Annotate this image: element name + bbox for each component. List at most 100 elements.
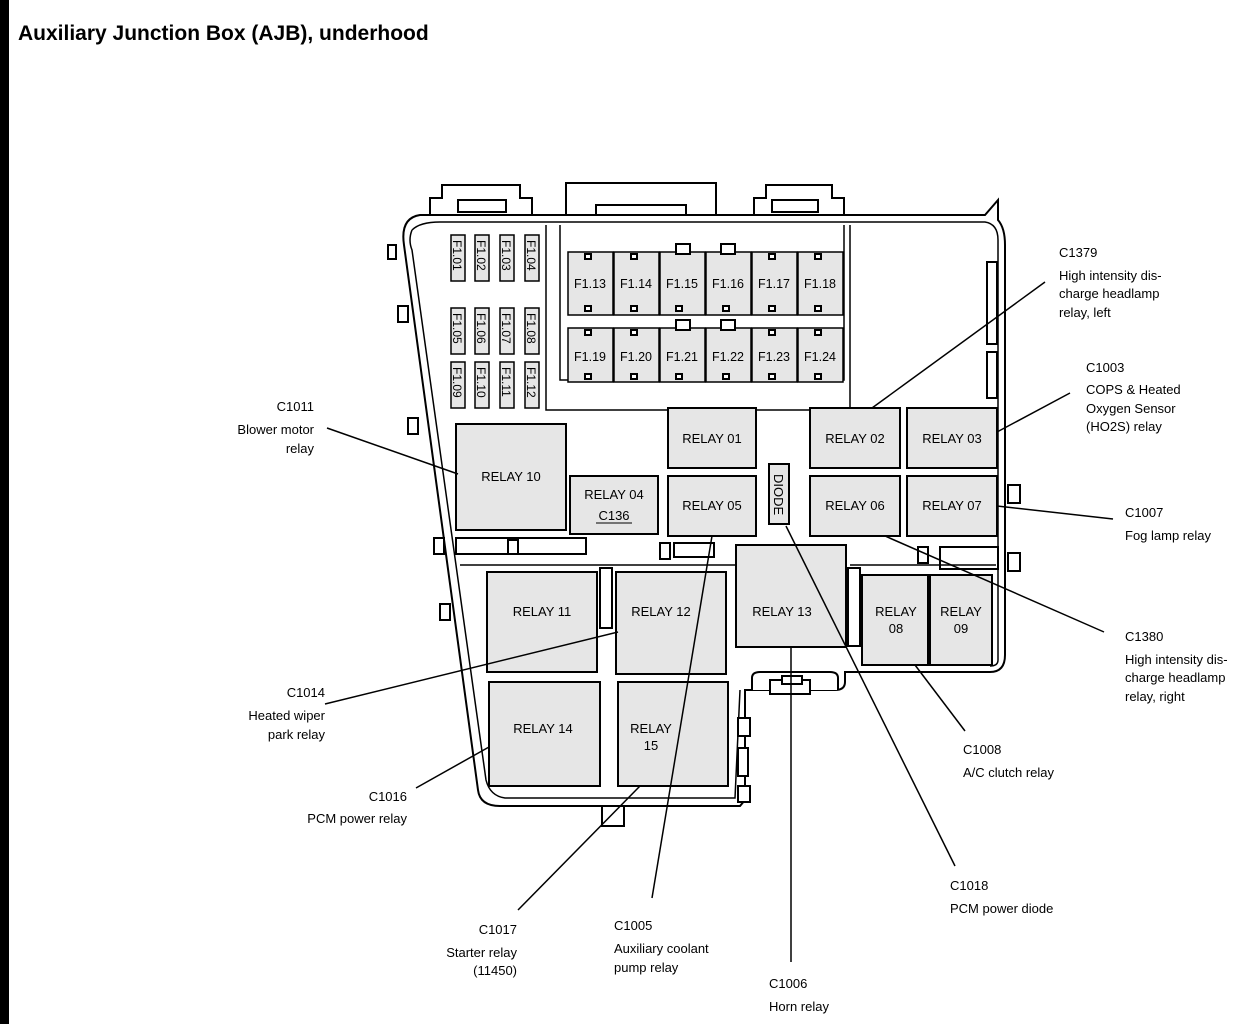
svg-text:C1008: C1008 [963,742,1001,757]
svg-text:Heated wiper: Heated wiper [248,708,325,723]
svg-text:F1.15: F1.15 [666,277,698,291]
fuse-f1-03: F1.03 [499,234,515,282]
svg-text:DIODE: DIODE [771,474,786,516]
svg-text:Auxiliary coolant: Auxiliary coolant [614,941,709,956]
callout-c1005: C1005 Auxiliary coolant pump relay [614,918,709,975]
fuse-bank-vertical: F1.01 F1.02 F1.03 F1.04 F1.05 F1.06 F1.0… [450,234,540,409]
svg-text:High intensity dis-: High intensity dis- [1125,652,1228,667]
fuse-f1-23: F1.23 [751,327,798,383]
svg-text:RELAY 03: RELAY 03 [922,431,982,446]
relay-12: RELAY 12 [615,571,727,675]
diode: DIODE [768,463,790,525]
fuse-f1-21: F1.21 [659,319,706,383]
svg-text:C136: C136 [598,508,629,523]
svg-text:C1380: C1380 [1125,629,1163,644]
svg-text:Horn relay: Horn relay [769,999,829,1014]
fuse-f1-01: F1.01 [450,234,466,282]
svg-text:F1.04: F1.04 [524,240,538,271]
callout-c1014: C1014 Heated wiper park relay [248,685,325,742]
svg-text:COPS & Heated: COPS & Heated [1086,382,1181,397]
svg-text:Blower motor: Blower motor [237,422,314,437]
callout-c1018: C1018 PCM power diode [950,878,1053,916]
svg-text:F1.24: F1.24 [804,350,836,364]
svg-text:C1006: C1006 [769,976,807,991]
svg-text:F1.20: F1.20 [620,350,652,364]
fuse-f1-13: F1.13 [567,251,614,316]
svg-text:F1.12: F1.12 [524,367,538,398]
fuse-bank-row-2: F1.19 F1.20 F1.21 F1.22 F1.23 F1.24 [567,319,844,383]
fuse-f1-04: F1.04 [524,234,540,282]
svg-text:RELAY: RELAY [630,721,672,736]
svg-text:RELAY: RELAY [875,604,917,619]
svg-text:C1007: C1007 [1125,505,1163,520]
svg-text:C1379: C1379 [1059,245,1097,260]
svg-text:C1005: C1005 [614,918,652,933]
relay-09: RELAY 09 [929,574,993,666]
callout-c1380: C1380 High intensity dis- charge headlam… [1125,629,1228,704]
fuse-f1-14: F1.14 [613,251,660,316]
fuse-f1-08: F1.08 [524,307,540,355]
fuse-f1-15: F1.15 [659,243,706,316]
svg-text:relay, right: relay, right [1125,689,1185,704]
svg-text:F1.16: F1.16 [712,277,744,291]
relay-04: RELAY 04 C136 [569,475,659,535]
callout-c1017: C1017 Starter relay (11450) [446,922,517,978]
svg-text:F1.01: F1.01 [450,240,464,271]
fuse-f1-07: F1.07 [499,307,515,355]
svg-text:RELAY 11: RELAY 11 [513,604,572,619]
svg-text:RELAY 06: RELAY 06 [825,498,885,513]
svg-text:A/C clutch relay: A/C clutch relay [963,765,1055,780]
svg-text:F1.18: F1.18 [804,277,836,291]
svg-text:Oxygen Sensor: Oxygen Sensor [1086,401,1176,416]
relay-11: RELAY 11 [486,571,598,673]
svg-text:F1.14: F1.14 [620,277,652,291]
fuse-f1-17: F1.17 [751,251,798,316]
svg-text:charge headlamp: charge headlamp [1125,670,1225,685]
svg-text:F1.19: F1.19 [574,350,606,364]
svg-text:RELAY 05: RELAY 05 [682,498,742,513]
fuse-bank-row-1: F1.13 F1.14 F1.15 F1.16 F1.17 F1.18 [567,243,844,316]
svg-text:09: 09 [954,621,968,636]
svg-text:C1011: C1011 [277,399,314,414]
fuse-f1-06: F1.06 [474,307,490,355]
fuse-f1-20: F1.20 [613,327,660,383]
svg-text:F1.08: F1.08 [524,313,538,344]
svg-text:charge headlamp: charge headlamp [1059,286,1159,301]
svg-text:F1.22: F1.22 [712,350,744,364]
fuse-f1-02: F1.02 [474,234,490,282]
fuse-f1-22: F1.22 [705,319,752,383]
left-edge-bar [0,0,9,1024]
svg-text:F1.07: F1.07 [499,313,513,344]
svg-text:relay, left: relay, left [1059,305,1111,320]
fuse-f1-18: F1.18 [797,251,844,316]
relay-14: RELAY 14 [488,681,601,787]
fuse-f1-12: F1.12 [524,361,540,409]
svg-text:RELAY 14: RELAY 14 [513,721,573,736]
fuse-f1-11: F1.11 [499,361,515,409]
svg-text:15: 15 [644,738,658,753]
svg-text:F1.13: F1.13 [574,277,606,291]
svg-text:RELAY: RELAY [940,604,982,619]
relay-10: RELAY 10 [455,423,567,531]
svg-text:F1.21: F1.21 [666,350,698,364]
svg-text:RELAY 04: RELAY 04 [584,487,644,502]
svg-text:pump relay: pump relay [614,960,679,975]
svg-text:F1.06: F1.06 [474,313,488,344]
svg-text:Fog lamp relay: Fog lamp relay [1125,528,1211,543]
svg-text:RELAY 12: RELAY 12 [631,604,691,619]
callout-c1007: C1007 Fog lamp relay [1125,505,1211,543]
fuse-f1-24: F1.24 [797,327,844,383]
svg-text:C1014: C1014 [287,685,325,700]
svg-text:RELAY 07: RELAY 07 [922,498,982,513]
svg-text:Starter relay: Starter relay [446,945,517,960]
svg-text:F1.02: F1.02 [474,240,488,271]
relay-06: RELAY 06 [809,475,901,537]
callout-c1008: C1008 A/C clutch relay [963,742,1055,780]
callout-c1016: C1016 PCM power relay [307,789,407,826]
svg-text:RELAY 02: RELAY 02 [825,431,885,446]
svg-text:C1017: C1017 [479,922,517,937]
svg-text:F1.10: F1.10 [474,367,488,398]
svg-text:F1.11: F1.11 [499,367,513,397]
